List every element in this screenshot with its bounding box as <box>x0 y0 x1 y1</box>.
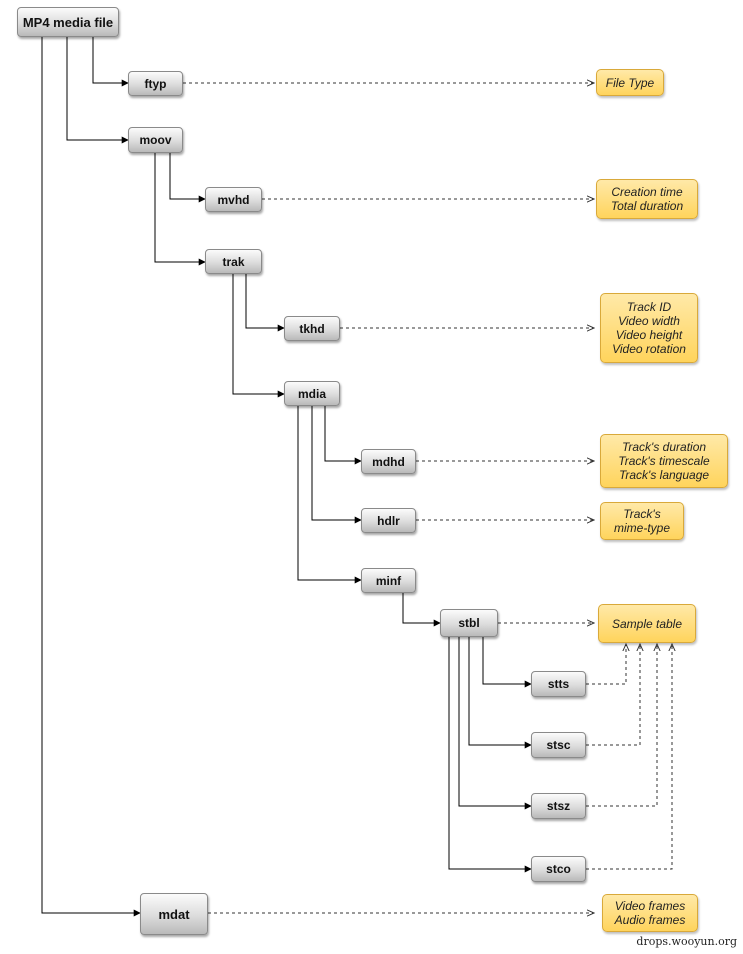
box-moov: moov <box>128 127 183 153</box>
edge-mdia-minf <box>297 406 362 584</box>
dash-stsz-sample <box>586 644 657 807</box>
note-line: mime-type <box>613 521 670 535</box>
box-mp4-media-file: MP4 media file <box>17 7 119 37</box>
edge-mdia-mdhd <box>324 406 362 465</box>
edge-root-mdat <box>41 37 141 917</box>
box-trak: trak <box>205 249 262 274</box>
edge-trak-tkhd <box>245 274 285 332</box>
box-ftyp: ftyp <box>128 71 183 96</box>
box-minf: minf <box>361 568 416 593</box>
box-mdia: mdia <box>284 381 340 406</box>
edge-stbl-stco <box>448 637 532 873</box>
box-stsz: stsz <box>531 793 586 819</box>
edge-trak-mdia <box>232 274 285 398</box>
box-mdat: mdat <box>140 893 208 935</box>
note-hdlr-info: Track's mime-type <box>600 502 684 540</box>
note-line: Creation time <box>611 185 683 199</box>
note-line: Track's duration <box>621 440 707 454</box>
box-mdhd: mdhd <box>361 449 416 474</box>
note-mvhd-info: Creation time Total duration <box>596 179 698 219</box>
note-file-type: File Type <box>596 69 664 96</box>
watermark: drops.wooyun.org <box>636 935 737 948</box>
box-stco: stco <box>531 856 586 882</box>
edge-minf-stbl <box>402 593 441 627</box>
note-tkhd-info: Track ID Video width Video height Video … <box>600 293 698 363</box>
box-mvhd: mvhd <box>205 187 262 212</box>
note-line: Video frames <box>614 899 686 913</box>
note-line: Video height <box>615 328 683 342</box>
note-sample-table: Sample table <box>598 604 696 643</box>
dash-stco-sample <box>586 644 672 870</box>
box-stbl: stbl <box>440 609 498 637</box>
edge-mdia-hdlr <box>311 406 362 524</box>
note-line: Track's timescale <box>618 454 710 468</box>
note-line: Track ID <box>626 300 672 314</box>
edge-moov-trak <box>154 153 206 266</box>
edge-root-ftyp <box>92 37 129 87</box>
note-line: Video width <box>618 314 680 328</box>
note-line: Sample table <box>611 616 683 631</box>
note-line: Audio frames <box>614 913 686 927</box>
dash-stts-sample <box>586 644 626 685</box>
box-stts: stts <box>531 671 586 697</box>
edge-stbl-stsz <box>458 637 532 810</box>
edge-stbl-stsc <box>468 637 532 749</box>
note-line: File Type <box>605 75 655 90</box>
dash-stsc-sample <box>586 644 640 746</box>
edge-root-moov <box>66 37 129 144</box>
note-line: Video rotation <box>612 342 686 356</box>
box-hdlr: hdlr <box>361 508 416 533</box>
note-line: Track's <box>623 507 661 521</box>
edge-moov-mvhd <box>169 153 206 203</box>
note-mdat-info: Video frames Audio frames <box>602 894 698 932</box>
note-line: Track's language <box>618 468 710 482</box>
box-stsc: stsc <box>531 732 586 758</box>
box-tkhd: tkhd <box>284 316 340 341</box>
edge-stbl-stts <box>482 637 532 688</box>
note-line: Total duration <box>610 199 684 213</box>
note-mdhd-info: Track's duration Track's timescale Track… <box>600 434 728 488</box>
